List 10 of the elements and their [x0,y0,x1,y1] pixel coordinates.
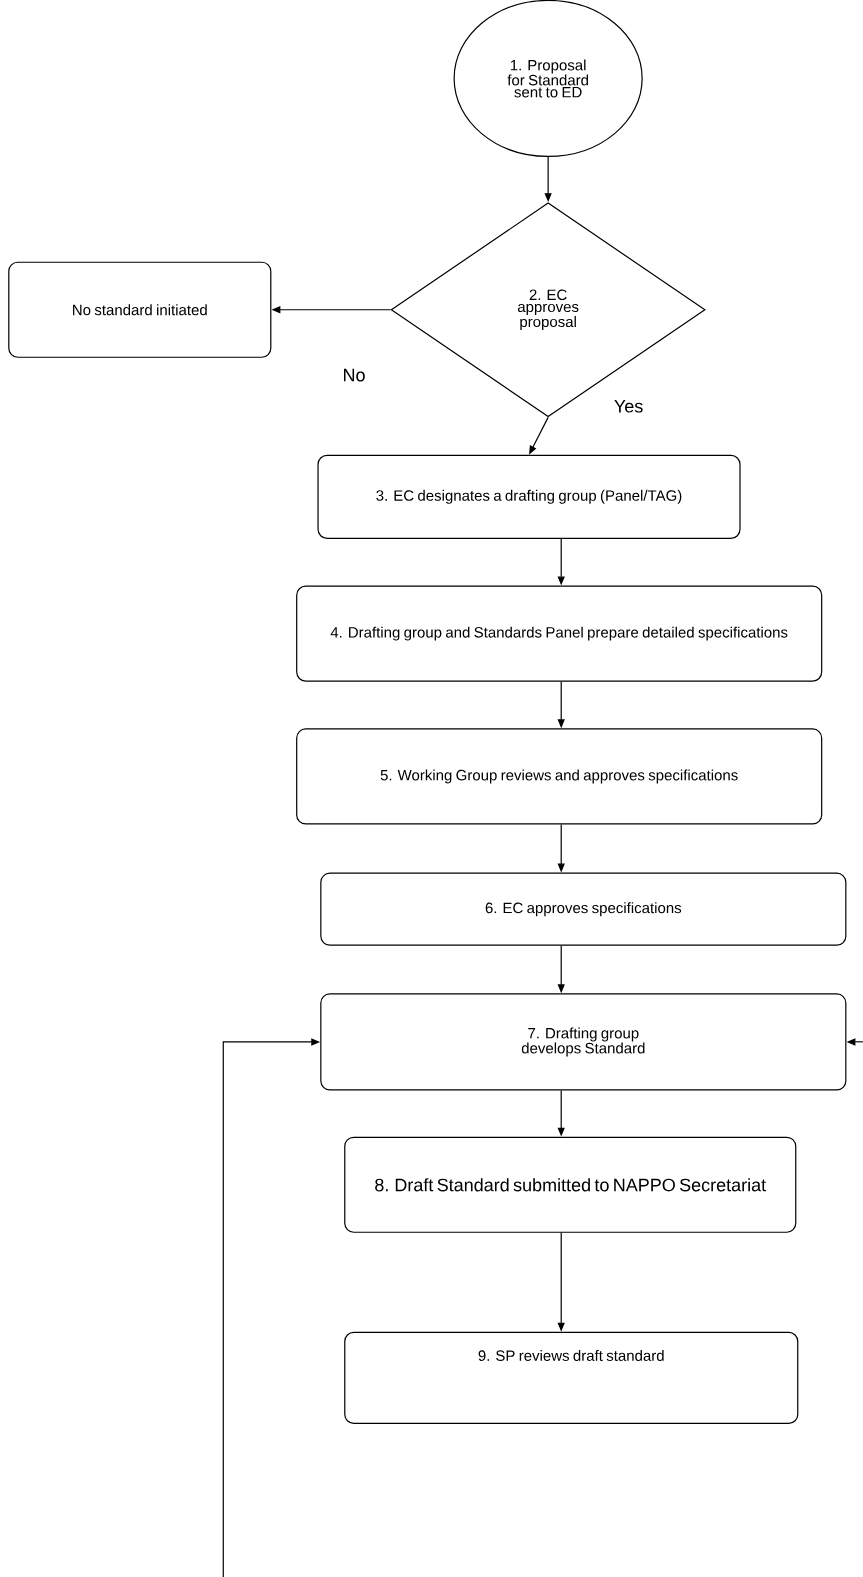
process-box: 7. Drafting group develops Standard [320,993,847,1091]
process-box: 3. EC designates a drafting group (Panel/TAG) [317,454,741,539]
process-box: 5. Working Group reviews and approves specifications [296,728,823,825]
process-box: 8. Draft Standard submitted to NAPPO Secretariat [344,1136,797,1233]
edge-label: Yes [612,399,645,414]
process-box: 9. SP reviews draft standard [344,1331,799,1424]
process-box: No standard initiated [8,261,272,358]
process-box: 6. EC approves specifications [320,872,847,946]
edge-label: No [341,367,367,383]
process-box: 4. Drafting group and Standards Panel prepare detailed specifications [296,585,823,682]
